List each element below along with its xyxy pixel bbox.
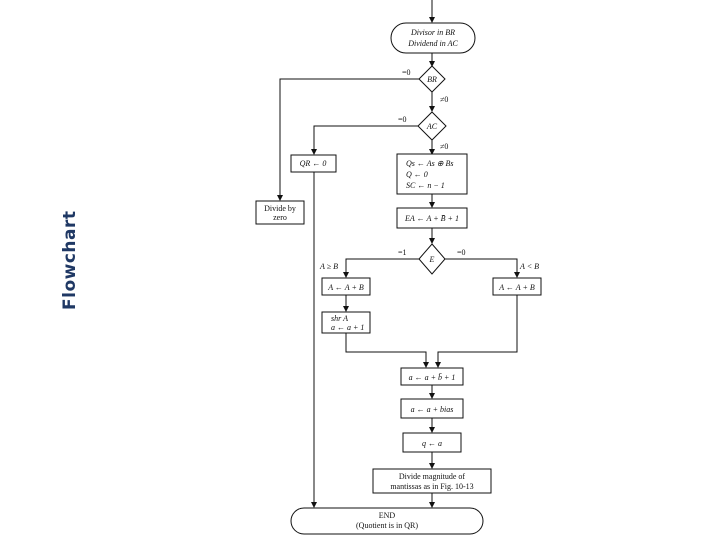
label-a-ge-b: A ≥ B xyxy=(319,262,338,271)
q-assign-label: q ← a xyxy=(422,439,442,448)
box-exponent-subtract: a ← a + b̄ + 1 xyxy=(400,367,464,386)
box-q-assign: q ← a xyxy=(402,432,462,453)
label-br-eq0: =0 xyxy=(402,68,411,77)
start-line-1: Divisor in BR xyxy=(410,28,455,37)
qr-zero-label: QR ← 0 xyxy=(300,159,327,168)
label-ac-ne0: ≠0 xyxy=(440,142,448,151)
exp-sub-label: a ← a + b̄ + 1 xyxy=(409,373,456,382)
divide-zero-line-2: zero xyxy=(273,213,287,222)
divide-zero-line-1: Divide by xyxy=(264,204,296,213)
a-minus-b-label: A ← A + B xyxy=(327,283,364,292)
label-br-ne0: ≠0 xyxy=(440,95,448,104)
start-line-2: Dividend in AC xyxy=(407,39,458,48)
decision-br-label: BR xyxy=(427,75,437,84)
label-e-eq1: =1 xyxy=(398,248,407,257)
shr-line-2: a ← a + 1 xyxy=(331,323,364,332)
shr-line-1: shr A xyxy=(331,314,348,323)
decision-e-label: E xyxy=(429,255,435,264)
box-ea: EA ← A + B̄ + 1 xyxy=(396,207,468,229)
end-terminal: END (Quotient is in QR) xyxy=(290,507,484,535)
label-ac-eq0: =0 xyxy=(398,115,407,124)
init-line-1: Qs ← As ⊕ Bs xyxy=(406,159,453,168)
box-divide-magnitude: Divide magnitude of mantissas as in Fig.… xyxy=(372,468,492,494)
decision-ac: AC xyxy=(417,111,447,141)
decision-e: E xyxy=(418,243,446,275)
decision-br: BR xyxy=(418,65,446,93)
end-line-2: (Quotient is in QR) xyxy=(356,521,418,530)
init-line-3: SC ← n − 1 xyxy=(406,181,445,190)
label-a-lt-b: A < B xyxy=(519,262,539,271)
ea-label: EA ← A + B̄ + 1 xyxy=(404,214,459,223)
decision-ac-label: AC xyxy=(426,122,438,131)
box-shift-right: shr A a ← a + 1 xyxy=(321,311,371,334)
bias-label: a ← a + bias xyxy=(411,405,454,414)
box-divide-by-zero: Divide by zero xyxy=(255,200,305,225)
init-line-2: Q ← 0 xyxy=(406,170,428,179)
box-a-plus-b: A ← A + B xyxy=(492,277,542,296)
a-plus-b-label: A ← A + B xyxy=(498,283,535,292)
box-a-minus-b: A ← A + B xyxy=(321,277,371,296)
box-qr-zero: QR ← 0 xyxy=(290,154,337,173)
label-e-eq0: =0 xyxy=(457,248,466,257)
mag-line-1: Divide magnitude of xyxy=(399,472,466,481)
end-line-1: END xyxy=(379,511,396,520)
start-terminal: Divisor in BR Dividend in AC xyxy=(390,22,476,54)
box-initialize: Qs ← As ⊕ Bs Q ← 0 SC ← n − 1 xyxy=(396,153,468,195)
connectors xyxy=(277,0,520,508)
box-add-bias: a ← a + bias xyxy=(400,398,464,419)
mag-line-2: mantissas as in Fig. 10-13 xyxy=(390,482,473,491)
